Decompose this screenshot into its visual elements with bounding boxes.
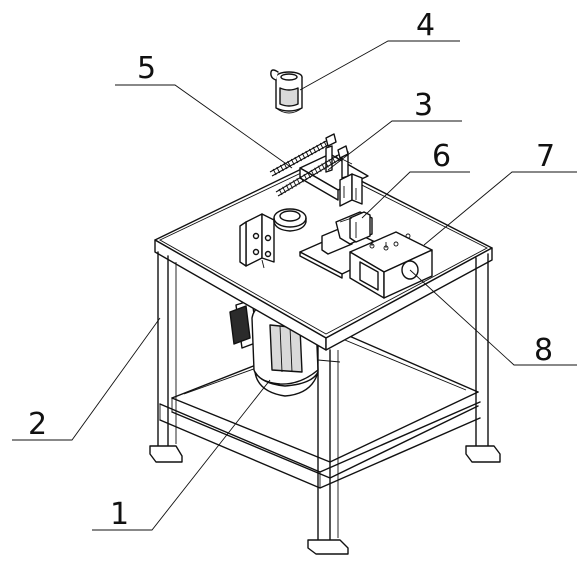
frame-lower-stretchers [171, 331, 479, 479]
rod-thread-tick [305, 150, 310, 158]
rod-thread-tick [285, 184, 290, 191]
frame-front-stretchers [159, 401, 481, 489]
rod-thread-tick [312, 146, 317, 154]
front-left-leg [149, 251, 183, 463]
rod-thread-tick [298, 154, 302, 162]
rod-thread-tick [310, 169, 315, 177]
front-right-leg [465, 253, 501, 463]
rod-thread-tick [301, 152, 306, 160]
rod-thread-tick [323, 140, 328, 148]
label-7: 7 [536, 139, 555, 174]
rod-thread-tick [294, 156, 299, 164]
rod-thread-tick [279, 164, 284, 172]
threaded-rods [269, 133, 349, 197]
rod-thread-tick [321, 163, 326, 170]
rod-thread-tick [287, 160, 292, 168]
callout-labels: 4 5 3 6 7 8 2 1 [28, 8, 555, 532]
front-center-leg [307, 345, 349, 555]
rod-thread-tick [272, 168, 277, 176]
rod-thread-tick [319, 142, 324, 150]
rod-thread-tick [316, 144, 321, 152]
label-6: 6 [432, 139, 451, 174]
rod-thread-tick [324, 161, 329, 168]
rod-thread-tick [328, 159, 333, 166]
rod-thread-tick [335, 154, 340, 162]
label-8: 8 [534, 333, 553, 368]
label-1: 1 [110, 497, 129, 532]
label-2: 2 [28, 407, 47, 442]
rod-thread-tick [283, 162, 288, 170]
side-bracket [239, 213, 275, 269]
label-5: 5 [137, 51, 156, 86]
rod-thread-tick [303, 173, 308, 181]
rod-thread-tick [282, 186, 287, 193]
rod-thread-tick [292, 180, 297, 187]
rod-thread-tick [290, 158, 295, 166]
rod-thread-tick [307, 171, 311, 179]
label-3: 3 [414, 88, 433, 123]
cup-part [270, 69, 303, 114]
fixture-plate [299, 211, 393, 279]
ring-part [273, 208, 307, 232]
rod-thread-tick [308, 148, 313, 156]
rod-thread-tick [289, 182, 294, 189]
rod-thread-tick [314, 167, 319, 174]
rod-thread-tick [276, 166, 281, 174]
rod-thread-tick [278, 188, 283, 196]
label-4: 4 [416, 8, 435, 43]
rod-thread-tick [296, 178, 301, 185]
leader-lines [12, 40, 577, 531]
rod-thread-tick [317, 165, 322, 172]
rod-thread-tick [299, 176, 304, 183]
rod-thread-tick [331, 157, 336, 164]
